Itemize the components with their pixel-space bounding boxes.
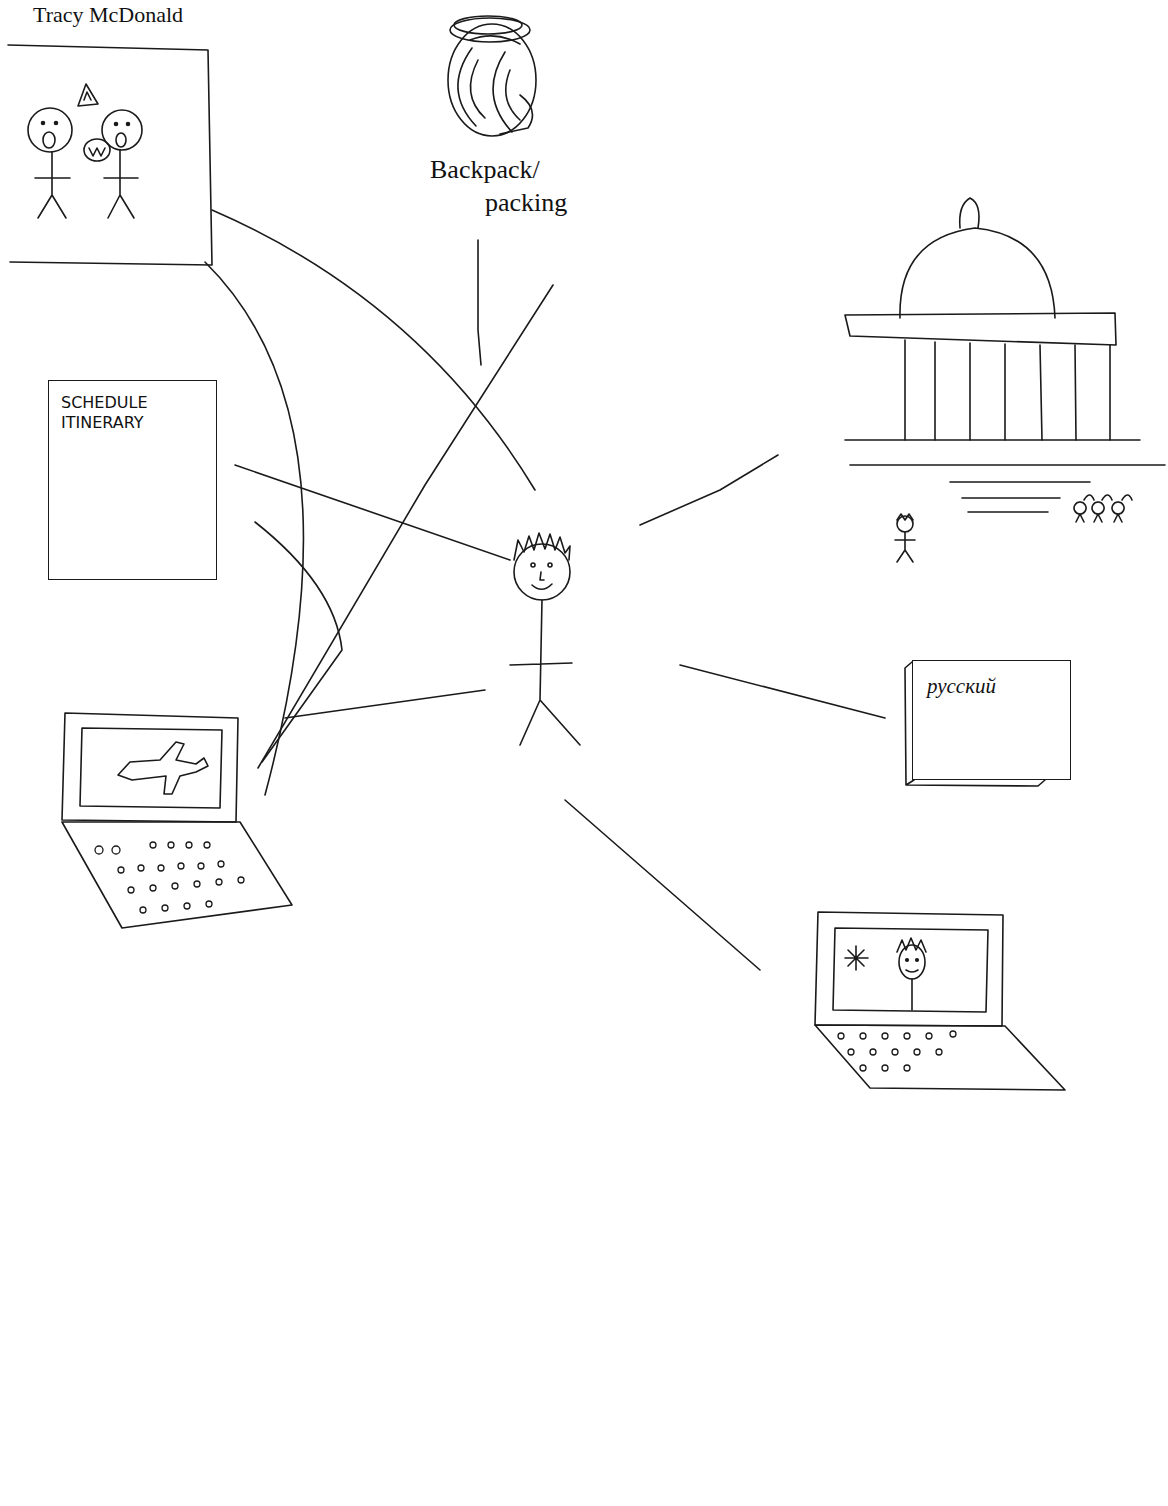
sketch-stroke (78, 84, 98, 106)
sketch-stroke (448, 24, 536, 136)
sketch-stroke (845, 440, 1165, 512)
sketch-stroke (565, 800, 760, 970)
sketch-stroke (255, 522, 342, 762)
sketch-stroke (28, 108, 72, 152)
sketch-stroke (906, 959, 909, 962)
sketch-stroke (62, 713, 238, 822)
laptop-flight-booking (62, 713, 292, 928)
sketch-stroke (493, 52, 520, 132)
keyboard-keys (95, 842, 244, 913)
sketch-stroke (104, 150, 138, 218)
sketch-stroke (115, 123, 118, 126)
sketch-stroke (845, 313, 1116, 345)
backpack-caption: Backpack/ packing (430, 150, 619, 225)
sketch-stroke (127, 123, 130, 126)
sketch-stroke (285, 690, 485, 718)
sketch-stroke (116, 133, 126, 147)
sketch-stroke (235, 465, 510, 560)
sketch-stroke (514, 544, 570, 600)
sketch-stroke (43, 132, 55, 148)
node-text: SCHEDULE ITINERARY (61, 393, 204, 433)
sketch-stroke (680, 665, 885, 718)
sketch-stroke (548, 563, 552, 567)
itinerary-document: SCHEDULE ITINERARY (48, 380, 217, 580)
capitol-building (845, 198, 1165, 562)
sketch-stroke (900, 228, 1055, 318)
sketch-stroke (42, 122, 45, 125)
backpack-drawing (448, 16, 536, 136)
node-text: русский (927, 673, 1058, 699)
sketch-stroke (897, 516, 913, 532)
stick-figure-self (510, 533, 580, 745)
sketch-stroke (84, 139, 110, 161)
sketch-stroke (89, 148, 105, 156)
sketch-stroke (510, 600, 580, 745)
sketch-stroke (838, 1031, 956, 1071)
sketch-stroke (118, 742, 208, 794)
sketch-stroke (1092, 495, 1112, 522)
sketch-stroke (833, 928, 988, 1012)
sketch-stroke (897, 938, 926, 952)
sketch-stroke (531, 563, 535, 567)
sketch-stroke (128, 877, 244, 893)
sketch-lines (205, 210, 885, 970)
sketch-stroke (815, 1025, 1065, 1090)
sketch-stroke (35, 152, 70, 218)
laptop-video-call (815, 912, 1065, 1090)
sketch-stroke (916, 959, 919, 962)
sketch-stroke (55, 122, 58, 125)
sketch-stroke (845, 946, 868, 970)
sketch-stroke (906, 970, 918, 1010)
sketch-stroke (118, 861, 224, 873)
sketch-stroke (1074, 495, 1094, 522)
sketch-stroke (212, 210, 535, 490)
sketch-stroke (80, 728, 222, 808)
sketch-stroke (140, 901, 212, 913)
sketch-stroke (895, 514, 915, 562)
sketch-stroke (458, 48, 485, 126)
conversation-picture (8, 45, 212, 265)
sketch-stroke (1112, 495, 1132, 522)
sketch-stroke (640, 455, 778, 525)
sketch-stroke (905, 340, 1110, 440)
sketch-stroke (8, 45, 212, 265)
author-name: Tracy McDonald (33, 2, 183, 28)
sketch-stroke (899, 945, 925, 979)
russian-book: русский (912, 660, 1071, 780)
sketch-stroke (514, 533, 570, 560)
sketch-stroke (95, 842, 210, 854)
sketch-stroke (532, 572, 552, 589)
sketch-stroke (62, 822, 292, 928)
node-text: Backpack/ packing (485, 154, 615, 219)
sketch-stroke (815, 912, 1003, 1026)
sketch-stroke (258, 285, 553, 768)
sketch-stroke (470, 36, 533, 134)
sketch-stroke (960, 198, 979, 228)
sketch-stroke (478, 240, 481, 365)
